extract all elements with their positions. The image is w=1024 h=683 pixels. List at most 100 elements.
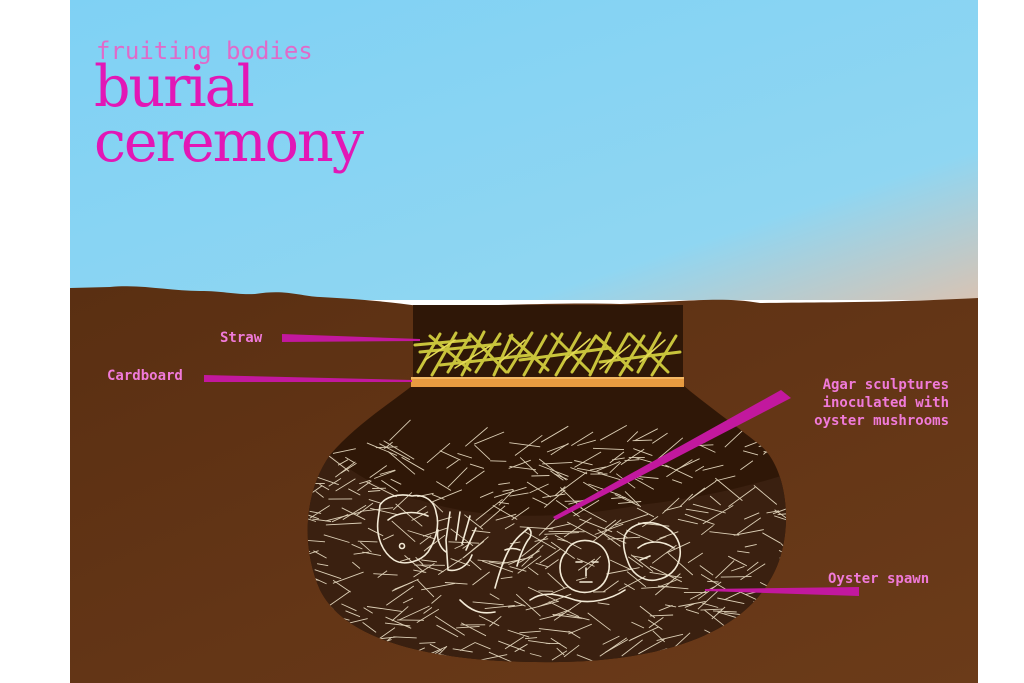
spawn-fiber [679, 493, 694, 507]
spawn-fiber [609, 559, 632, 571]
spawn-fiber [580, 507, 607, 523]
spawn-fiber [545, 523, 571, 530]
spawn-fiber [774, 515, 787, 524]
spawn-fiber [616, 493, 634, 503]
spawn-fiber [474, 642, 491, 650]
spawn-fiber [566, 613, 590, 621]
spawn-fiber [582, 481, 599, 492]
spawn-fiber [596, 461, 620, 472]
label-agar-line-2: inoculated with [822, 395, 949, 411]
spawn-fiber [609, 461, 622, 474]
spawn-fiber [697, 590, 718, 610]
spawn-fiber [332, 448, 356, 454]
spawn-fiber [521, 544, 544, 567]
spawn-fiber [495, 513, 517, 521]
spawn-fiber [642, 516, 659, 528]
spawn-fiber [434, 615, 465, 636]
label-straw: Straw [220, 330, 263, 346]
spawn-fiber [319, 483, 330, 491]
spawn-fiber [507, 604, 524, 608]
spawn-fiber [420, 564, 444, 573]
spawn-fiber [652, 432, 668, 444]
spawn-fiber [312, 518, 332, 522]
spawn-fiber [548, 530, 585, 533]
spawn-fiber [766, 510, 780, 514]
spawn-fiber [733, 529, 764, 536]
spawn-fiber [544, 532, 579, 535]
spawn-fiber [695, 465, 705, 472]
spawn-fiber [475, 498, 503, 521]
spawn-fiber [571, 431, 594, 446]
spawn-fiber [774, 509, 787, 526]
spawn-fiber [762, 532, 781, 544]
spawn-fiber [384, 622, 411, 627]
spawn-fiber [457, 452, 473, 459]
spawn-fiber [317, 563, 329, 567]
spawn-fiber [518, 550, 540, 563]
agar-sculptures [376, 494, 682, 614]
spawn-fiber [551, 650, 568, 661]
spawn-fiber [554, 534, 582, 550]
spawn-fiber [539, 612, 565, 621]
spawn-fiber [601, 531, 627, 544]
spawn-fiber [548, 586, 570, 596]
spawn-fiber [746, 561, 759, 572]
spawn-fiber [624, 459, 640, 462]
spawn-fiber [587, 612, 611, 631]
spawn-fiber [379, 443, 411, 461]
spawn-fiber [423, 607, 433, 614]
spawn-fiber [641, 586, 669, 589]
spawn-fiber [626, 571, 647, 588]
spawn-fiber [393, 581, 413, 591]
spawn-fiber [592, 447, 625, 451]
spawn-fiber [634, 428, 659, 442]
spawn-fiber [436, 624, 459, 638]
spawn-fiber [524, 531, 557, 550]
spawn-fiber [544, 489, 566, 508]
spawn-fiber [456, 625, 480, 629]
spawn-fiber [656, 536, 667, 541]
spawn-fiber [413, 563, 435, 578]
spawn-fiber [399, 605, 430, 621]
spawn-fiber [509, 492, 529, 497]
spawn-fiber [507, 629, 530, 638]
spawn-fiber [711, 606, 726, 620]
spawn-fiber [431, 594, 442, 604]
spawn-fiber [323, 534, 350, 543]
spawn-fiber [609, 451, 625, 464]
spawn-fiber [508, 459, 531, 469]
spawn-fiber [367, 490, 381, 492]
spawn-fiber [368, 498, 382, 504]
spawn-fiber [702, 464, 724, 471]
spawn-fiber [515, 593, 541, 617]
spawn-fiber [568, 623, 592, 635]
spawn-fiber [772, 506, 787, 515]
spawn-fiber [576, 467, 603, 474]
spawn-fiber [473, 431, 505, 445]
spawn-fiber [472, 601, 504, 606]
spawn-fiber [685, 608, 700, 614]
spawn-fiber [488, 561, 504, 565]
spawn-fiber [432, 502, 444, 513]
spawn-fiber [446, 459, 459, 469]
spawn-fiber [542, 461, 573, 465]
spawn-fiber [325, 522, 362, 526]
spawn-fiber [688, 487, 706, 501]
spawn-fiber [636, 507, 655, 518]
spawn-fiber [699, 565, 714, 576]
spawn-fiber [345, 456, 355, 464]
spawn-fiber [647, 619, 663, 630]
spawn-fiber [667, 552, 694, 576]
spawn-fiber [665, 464, 693, 479]
pointer-cardboard [204, 375, 412, 382]
spawn-fiber [574, 451, 602, 468]
spawn-fiber [712, 610, 737, 613]
title-line-2: ceremony [94, 109, 364, 175]
spawn-fiber [534, 538, 549, 542]
spawn-fiber [504, 636, 525, 650]
spawn-fiber [373, 573, 398, 576]
spawn-fiber [576, 577, 588, 581]
spawn-fiber [328, 590, 351, 607]
spawn-fiber [544, 559, 559, 570]
